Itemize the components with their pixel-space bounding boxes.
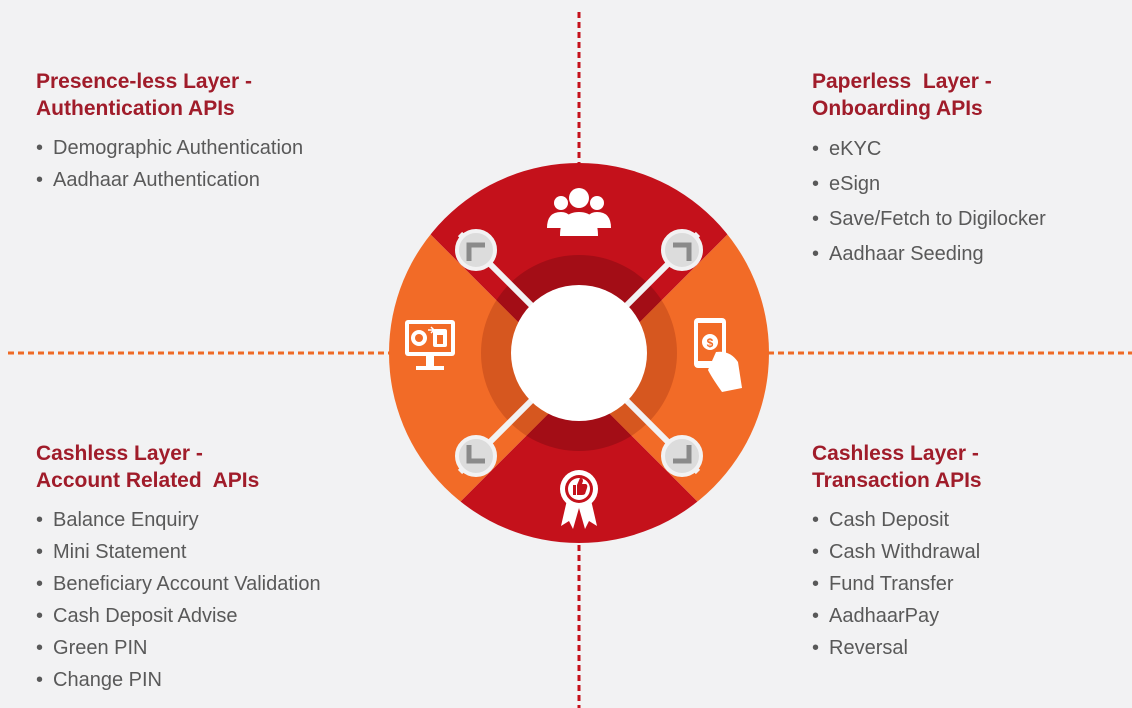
list-item: Mini Statement	[36, 536, 321, 568]
panel-title: Cashless Layer - Account Related APIs	[36, 440, 321, 494]
list-item: eSign	[812, 167, 1046, 202]
panel-list: eKYC eSign Save/Fetch to Digilocker Aadh…	[812, 132, 1046, 272]
panel-transaction: Cashless Layer - Transaction APIs Cash D…	[812, 440, 982, 664]
list-item: Change PIN	[36, 664, 321, 696]
panel-title: Cashless Layer - Transaction APIs	[812, 440, 982, 494]
list-item: Save/Fetch to Digilocker	[812, 202, 1046, 237]
panel-title: Presence-less Layer - Authentication API…	[36, 68, 303, 122]
monitor-transfer-icon	[405, 320, 455, 370]
users-group-icon	[547, 188, 611, 236]
list-item: Cash Deposit Advise	[36, 600, 321, 632]
connector-top-right	[661, 229, 703, 271]
panel-title-line2: Onboarding APIs	[812, 97, 983, 120]
list-item: Balance Enquiry	[36, 504, 321, 536]
list-item: Beneficiary Account Validation	[36, 568, 321, 600]
panel-title-line1: Cashless Layer -	[36, 442, 203, 465]
connector-bottom-left	[455, 435, 497, 477]
list-item: Demographic Authentication	[36, 132, 303, 164]
panel-onboarding: Paperless Layer - Onboarding APIs eKYC e…	[812, 68, 1046, 272]
panel-title-line1: Paperless Layer -	[812, 70, 992, 93]
panel-title-line2: Transaction APIs	[812, 469, 982, 492]
panel-title: Paperless Layer - Onboarding APIs	[812, 68, 1046, 122]
ring-center	[511, 285, 647, 421]
list-item: Cash Deposit	[812, 504, 982, 536]
panel-title-line2: Account Related APIs	[36, 469, 260, 492]
panel-title-line1: Presence-less Layer -	[36, 70, 252, 93]
list-item: Green PIN	[36, 632, 321, 664]
thumbs-up-badge-icon	[560, 470, 598, 529]
panel-title-line2: Authentication APIs	[36, 97, 235, 120]
list-item: Fund Transfer	[812, 568, 982, 600]
panel-authentication: Presence-less Layer - Authentication API…	[36, 68, 303, 196]
list-item: Cash Withdrawal	[812, 536, 982, 568]
panel-list: Balance Enquiry Mini Statement Beneficia…	[36, 504, 321, 696]
hand-money-icon: $	[694, 318, 742, 392]
panel-list: Cash Deposit Cash Withdrawal Fund Transf…	[812, 504, 982, 664]
connector-top-left	[455, 229, 497, 271]
panel-list: Demographic Authentication Aadhaar Authe…	[36, 132, 303, 196]
list-item: Reversal	[812, 632, 982, 664]
connector-bottom-right	[661, 435, 703, 477]
list-item: Aadhaar Seeding	[812, 237, 1046, 272]
svg-text:$: $	[707, 336, 714, 350]
list-item: eKYC	[812, 132, 1046, 167]
panel-title-line1: Cashless Layer -	[812, 442, 979, 465]
list-item: AadhaarPay	[812, 600, 982, 632]
panel-account-related: Cashless Layer - Account Related APIs Ba…	[36, 440, 321, 696]
list-item: Aadhaar Authentication	[36, 164, 303, 196]
